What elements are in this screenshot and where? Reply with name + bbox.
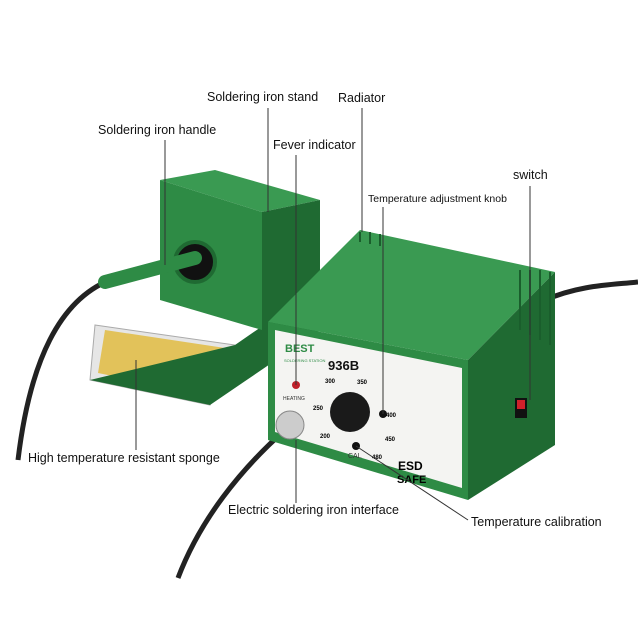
brand-logo: BEST [285,343,315,355]
stand-top [160,170,320,212]
unit-top [268,230,555,360]
dial-450: 450 [385,437,396,443]
dial-400: 400 [386,413,397,419]
label-temperature-adjustment-knob: Temperature adjustment knob [368,193,507,205]
unit-side [468,272,555,500]
dial-200: 200 [320,434,331,440]
label-soldering-iron-stand: Soldering iron stand [207,90,319,104]
label-iron-interface: Electric soldering iron interface [228,503,399,517]
label-switch: switch [513,168,548,182]
iron-interface[interactable] [275,410,305,440]
switch-red [517,400,525,409]
label-radiator: Radiator [338,91,386,105]
cal-label: CAL [348,453,362,460]
heating-label: HEATING [283,396,305,402]
power-cable [544,279,638,303]
interface-cable [175,428,287,579]
label-fever-indicator: Fever indicator [273,138,356,152]
temperature-knob[interactable] [330,392,370,432]
dial-350: 350 [357,380,368,386]
label-sponge: High temperature resistant sponge [28,451,220,465]
dial-250: 250 [313,406,324,412]
esd-label: ESD [398,459,423,473]
dial-300: 300 [325,379,336,385]
label-soldering-iron-handle: Soldering iron handle [98,123,217,137]
label-temperature-calibration: Temperature calibration [471,515,602,529]
brand-subtitle: SOLDERING STATION [284,358,326,363]
dial-480: 480 [372,455,383,461]
safe-label: SAFE [397,474,426,486]
model-number: 936B [328,358,359,373]
leader-lines [135,108,531,521]
iron-handle [98,251,202,289]
iron-cable [15,277,111,461]
